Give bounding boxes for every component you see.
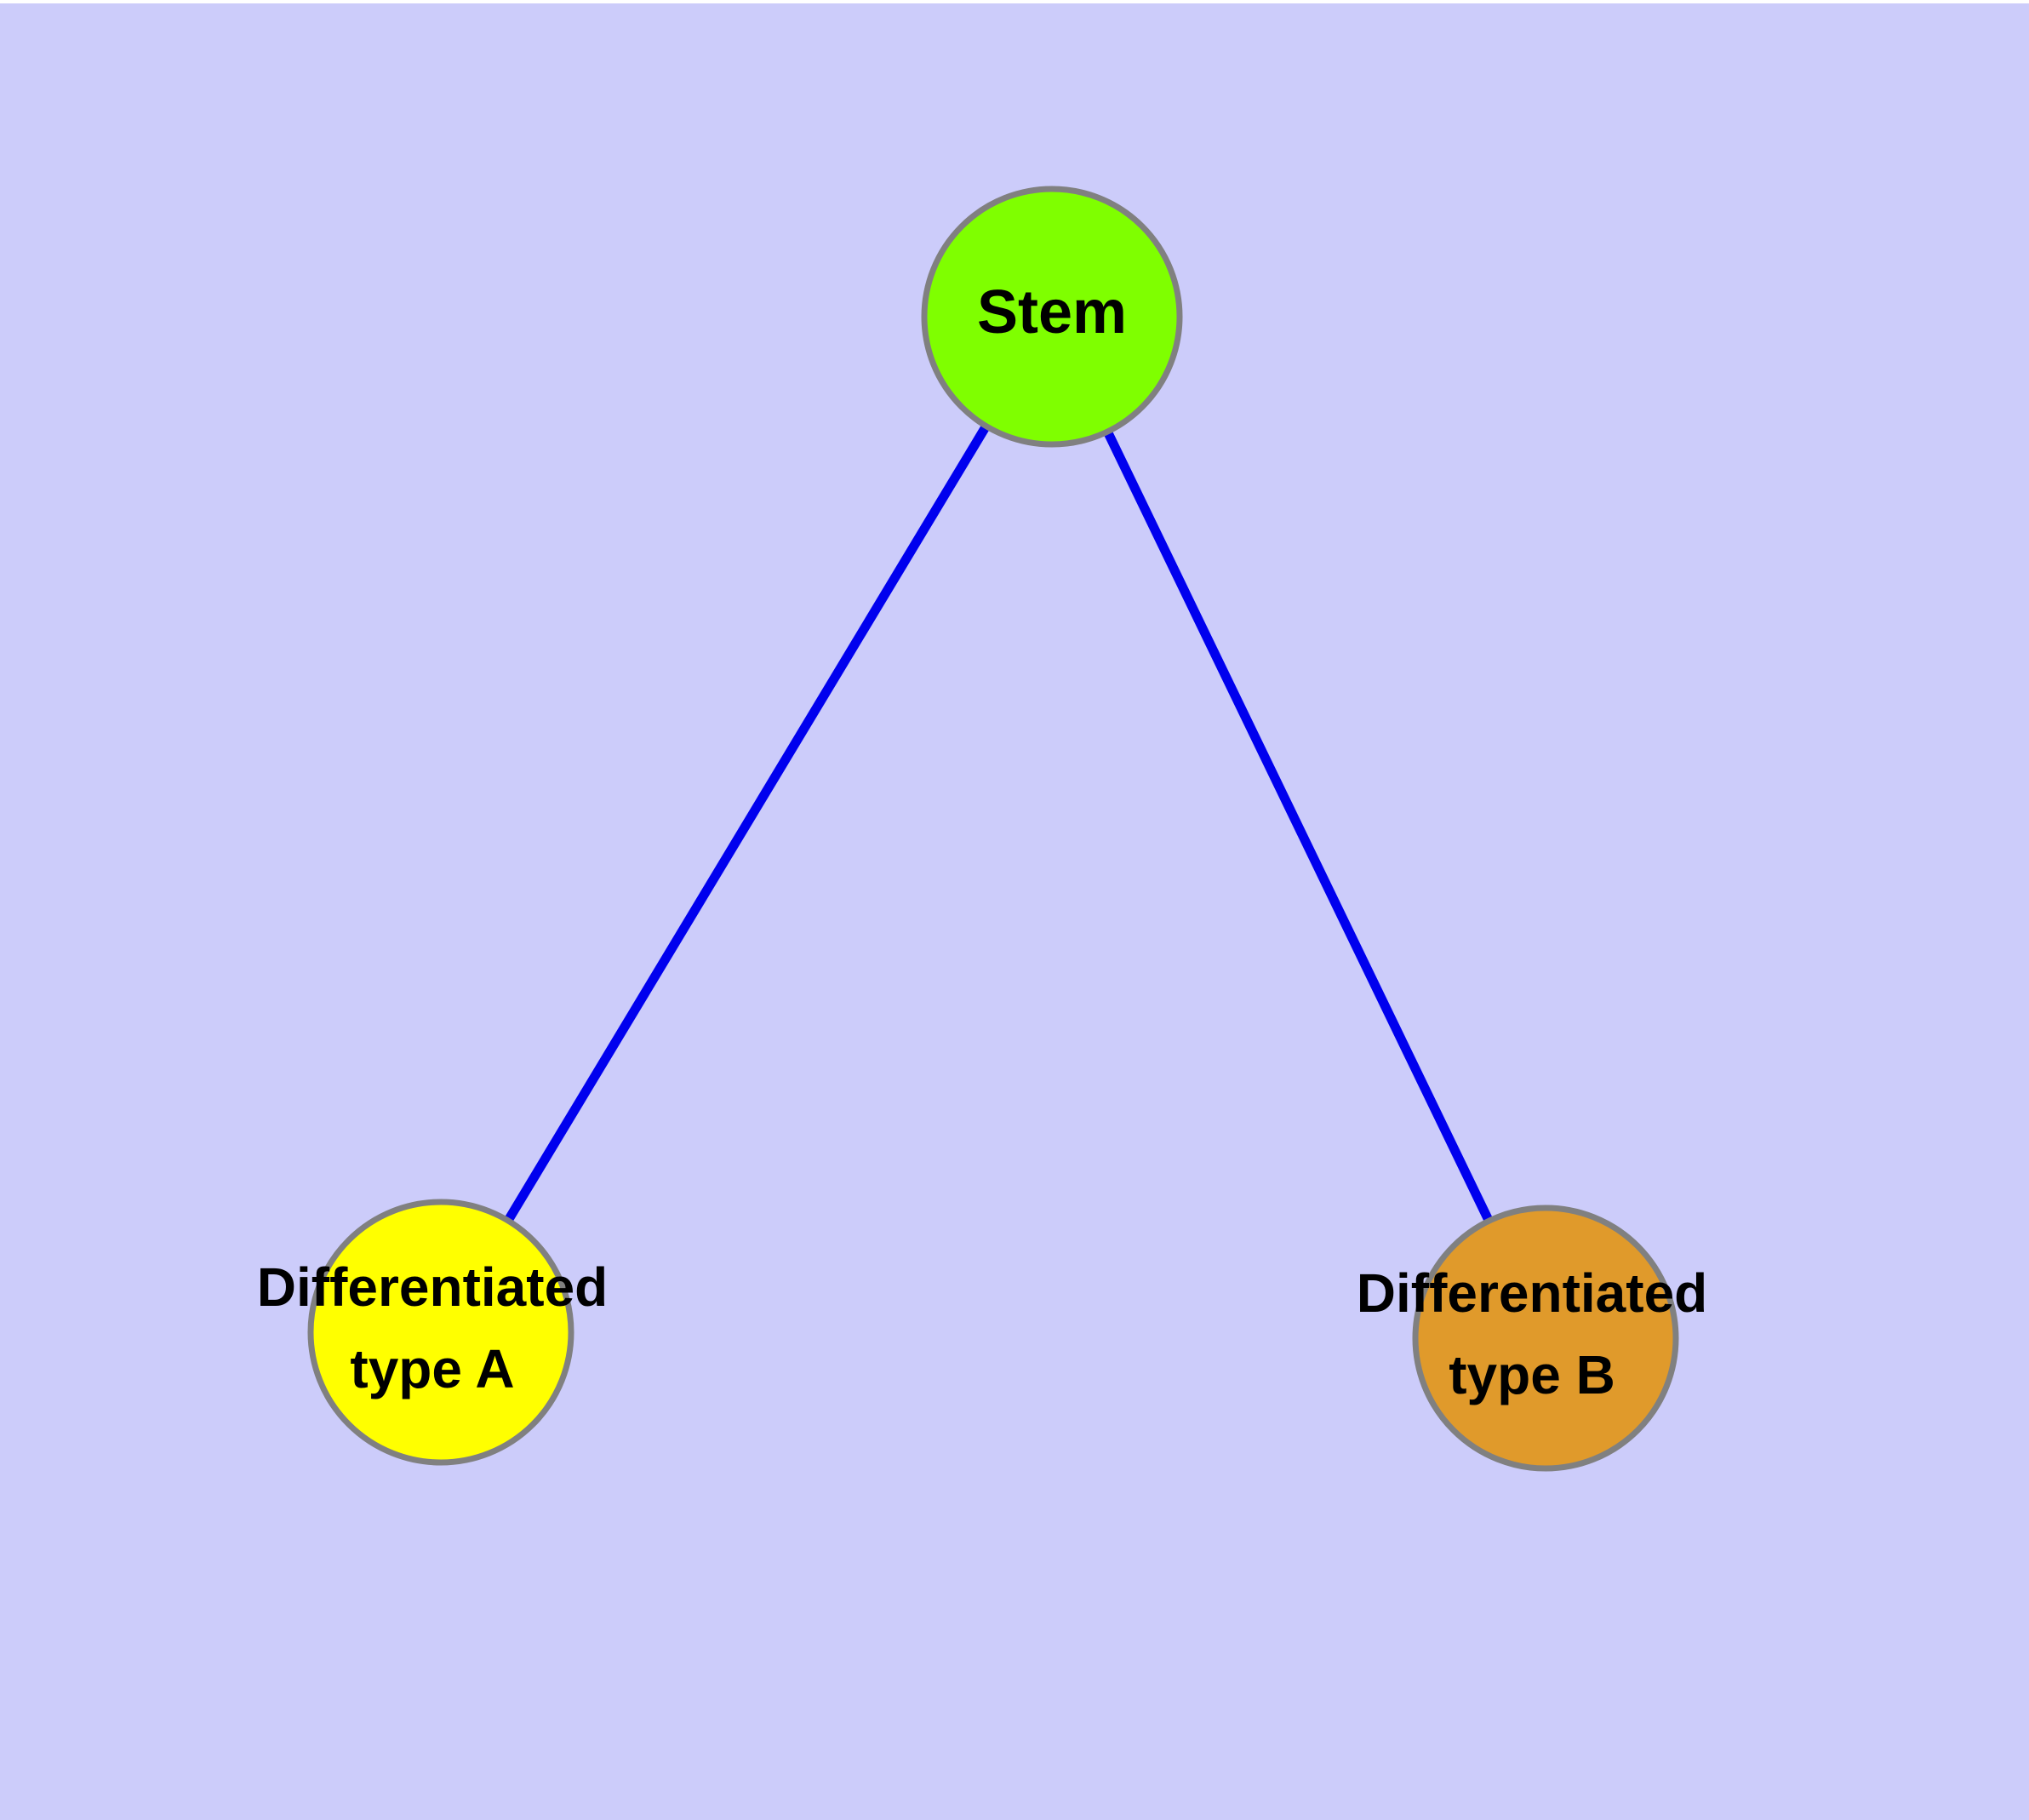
- node-differentiated-type-a-circle[interactable]: [307, 1199, 574, 1466]
- node-differentiated-type-a[interactable]: Differentiated type A: [257, 1199, 609, 1466]
- node-stem-circle[interactable]: [921, 186, 1183, 448]
- node-stem[interactable]: Stem: [921, 186, 1183, 448]
- edges-layer: [505, 425, 1493, 1222]
- node-differentiated-type-b-label-line-1: Differentiated: [1357, 1262, 1708, 1324]
- nodes-layer: Stem Differentiated type A Differentiate…: [257, 186, 1708, 1472]
- node-differentiated-type-b[interactable]: Differentiated type B: [1357, 1205, 1708, 1472]
- node-differentiated-type-a-label-line-2: type A: [350, 1338, 514, 1399]
- node-differentiated-type-b-label-line-2: type B: [1449, 1344, 1615, 1405]
- node-stem-label-line-1: Stem: [977, 278, 1127, 346]
- edge-stem-to-differentiated-type-b[interactable]: [1104, 431, 1493, 1222]
- edge-stem-to-differentiated-type-a[interactable]: [505, 425, 990, 1222]
- node-differentiated-type-b-circle[interactable]: [1412, 1205, 1679, 1472]
- node-differentiated-type-a-label-line-1: Differentiated: [257, 1256, 609, 1318]
